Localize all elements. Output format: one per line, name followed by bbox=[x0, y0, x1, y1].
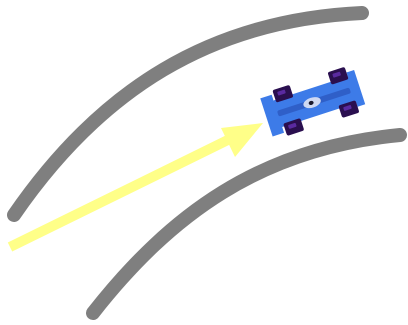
driver-visor bbox=[308, 100, 314, 105]
direction-arrow bbox=[7, 123, 263, 252]
track-inner-edge bbox=[86, 128, 407, 320]
direction-arrow-head bbox=[221, 123, 263, 157]
car-wheel-highlight bbox=[277, 89, 286, 96]
car-wheel-highlight bbox=[332, 71, 341, 78]
race-car bbox=[260, 67, 366, 137]
car-wheel-highlight bbox=[288, 122, 297, 129]
direction-arrow-shaft bbox=[7, 129, 243, 252]
car-rear-wing bbox=[346, 70, 366, 107]
track-outer-edge bbox=[7, 6, 369, 222]
car-wheel-highlight bbox=[343, 105, 352, 111]
car-front-wing bbox=[260, 94, 285, 137]
